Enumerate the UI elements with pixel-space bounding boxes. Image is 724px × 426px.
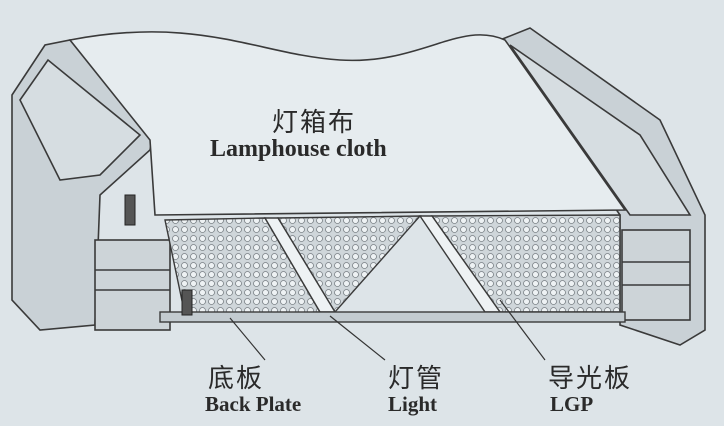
light-label-cn: 灯管 <box>388 364 445 394</box>
back-plate-label-en: Back Plate <box>205 392 302 416</box>
lamphouse-cloth <box>68 31 627 216</box>
light-label-en: Light <box>388 392 438 416</box>
light-guide-panels <box>164 214 621 316</box>
lgp-label-cn: 导光板 <box>548 364 633 394</box>
back-plate <box>159 311 626 323</box>
cloth-label-cn: 灯箱布 <box>272 108 357 138</box>
screw-icons <box>124 194 193 316</box>
leader-lines <box>229 299 546 361</box>
cloth-label-en: Lamphouse cloth <box>210 136 387 162</box>
left-aluminum-frame <box>11 39 171 331</box>
lgp-label-en: LGP <box>550 392 594 416</box>
back-plate-label-cn: 底板 <box>208 364 265 394</box>
